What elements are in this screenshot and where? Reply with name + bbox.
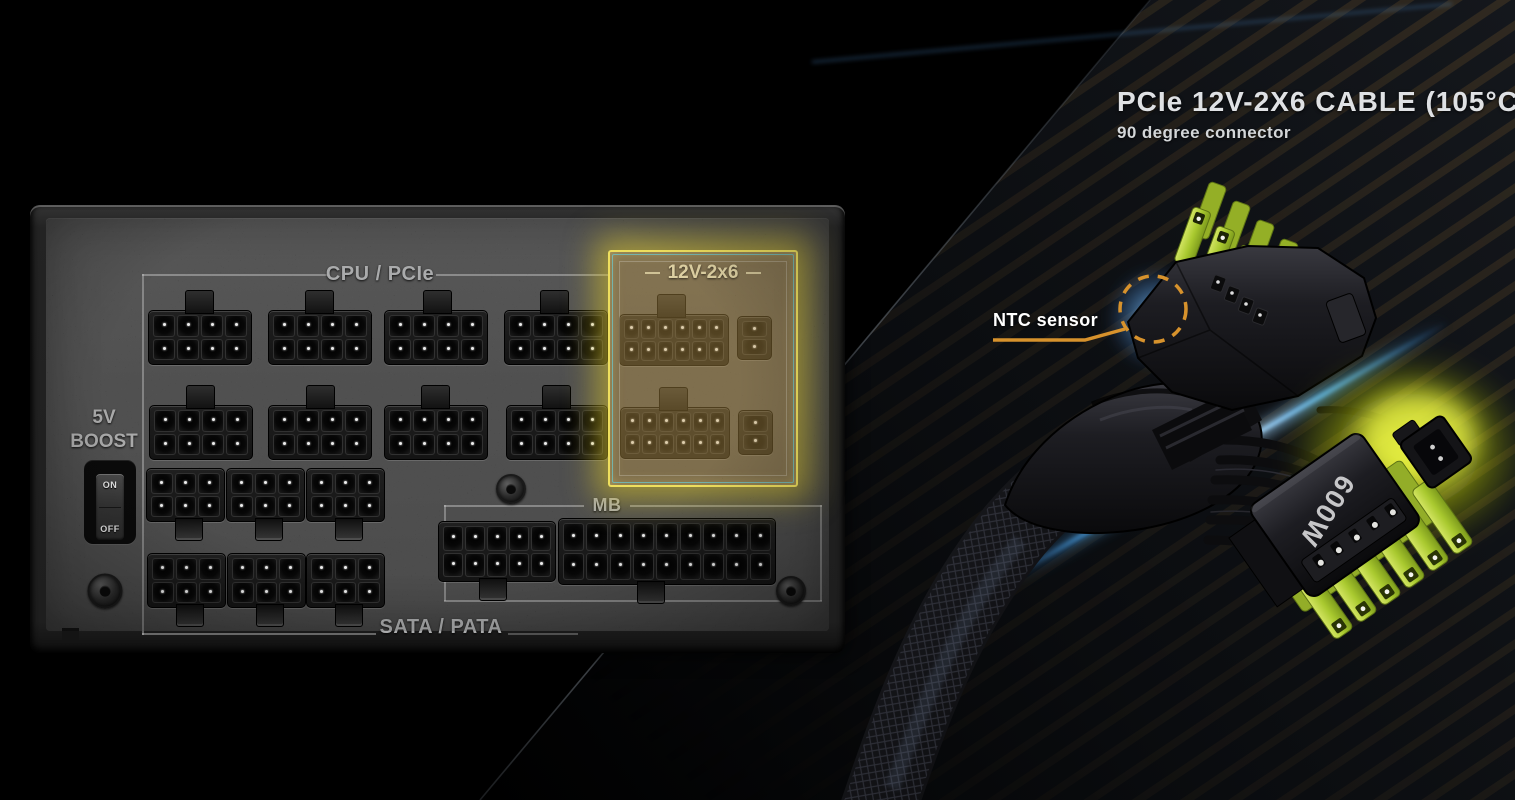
- cable-90deg-connector: [1126, 181, 1378, 470]
- mb-outline-right: [820, 505, 822, 601]
- connector-latch: [479, 578, 507, 601]
- connector-housing: [1126, 244, 1378, 412]
- connector-latch: [637, 581, 665, 604]
- label-dash-left: [644, 272, 660, 274]
- screw: [496, 474, 526, 504]
- label-5v: 5V: [92, 407, 116, 428]
- connector-12v-2x6: [620, 387, 730, 459]
- connector-latch: [185, 290, 214, 314]
- label-boost: BOOST: [70, 431, 138, 452]
- connector-latch: [335, 604, 363, 627]
- connector-12v-2x6-sense: [737, 316, 772, 360]
- connector-sata-pata: [306, 553, 385, 627]
- label-12v-2x6-row: 12V-2x6: [610, 262, 796, 284]
- connector-cpu-pcie: [506, 385, 608, 460]
- connector-latch: [421, 385, 450, 409]
- connector-latch: [306, 385, 335, 409]
- cpu-pcie-divider-right: [436, 274, 608, 276]
- connector-sata-pata: [226, 468, 305, 541]
- connector-latch: [256, 604, 284, 627]
- connector-cpu-pcie: [504, 290, 608, 365]
- ntc-sensor-label: NTC sensor: [992, 310, 1098, 330]
- psu-rear-panel: CPU / PCIe MB SATA / PATA 5V BOOST ON OF…: [30, 205, 845, 653]
- connector-latch: [540, 290, 569, 314]
- connector-sata-pata: [306, 468, 385, 541]
- connector-sata-pata: [146, 468, 225, 541]
- connector-cpu-pcie: [148, 290, 252, 365]
- mb-divider-right: [630, 505, 822, 507]
- sense-connector-2pin: [1392, 415, 1473, 489]
- connector-cpu-pcie: [384, 290, 488, 365]
- connector-latch: [255, 518, 283, 541]
- connector-latch: [542, 385, 571, 409]
- connector-latch: [423, 290, 452, 314]
- mb-divider-left: [444, 505, 584, 507]
- ntc-annotation: [993, 274, 1188, 344]
- ntc-highlight-circle: [1118, 274, 1188, 344]
- label-mb: MB: [592, 495, 622, 515]
- power-switch[interactable]: ON OFF: [96, 474, 124, 540]
- label-cpu-pcie: CPU / PCIe: [325, 263, 435, 285]
- feature-subtitle: 90 degree connector: [1117, 123, 1291, 142]
- connector-sata-pata: [147, 553, 226, 627]
- section-outline-left: [142, 274, 144, 635]
- feature-title: PCIe 12V-2X6 CABLE (105°C): [1117, 86, 1515, 117]
- connector-cpu-pcie: [384, 385, 488, 460]
- sata-divider-left: [142, 633, 376, 635]
- sense-pins: [1210, 274, 1269, 326]
- connector-sata-pata: [227, 553, 306, 627]
- psu-side-connector-600w: 600W: [1228, 415, 1473, 639]
- connector-12v-2x6: [619, 294, 729, 366]
- switch-off-label: OFF: [100, 524, 120, 534]
- boost-switch-bezel: ON OFF: [84, 460, 136, 544]
- connector-latch: [186, 385, 215, 409]
- connector-mb: [558, 518, 776, 604]
- switch-on-label: ON: [102, 480, 118, 490]
- ntc-pointer-line: [993, 327, 1126, 342]
- cpu-pcie-divider-left: [142, 274, 329, 276]
- label-5v-boost: 5V BOOST: [64, 406, 144, 454]
- connector-12v-2x6-sense: [738, 410, 773, 455]
- connector-latch: [305, 290, 334, 314]
- connector-latch: [335, 518, 363, 541]
- label-dash-right: [746, 272, 762, 274]
- connector-cpu-pcie: [149, 385, 253, 460]
- connector-cpu-pcie: [268, 385, 372, 460]
- connector-cpu-pcie: [268, 290, 372, 365]
- connector-latch: [176, 604, 204, 627]
- label-sata-pata: SATA / PATA: [379, 616, 503, 638]
- faint-blue-streak: [811, 2, 1453, 64]
- connector-latch: [175, 518, 203, 541]
- case-notch: [62, 628, 79, 641]
- modular-panel: CPU / PCIe MB SATA / PATA 5V BOOST ON OF…: [46, 218, 829, 641]
- connector-mb: [438, 521, 556, 601]
- screw: [87, 573, 123, 609]
- sata-divider-right: [508, 633, 578, 635]
- label-12v-2x6: 12V-2x6: [667, 262, 739, 283]
- connector-latch: [659, 387, 688, 411]
- screw: [776, 576, 806, 606]
- connector-latch: [657, 294, 686, 318]
